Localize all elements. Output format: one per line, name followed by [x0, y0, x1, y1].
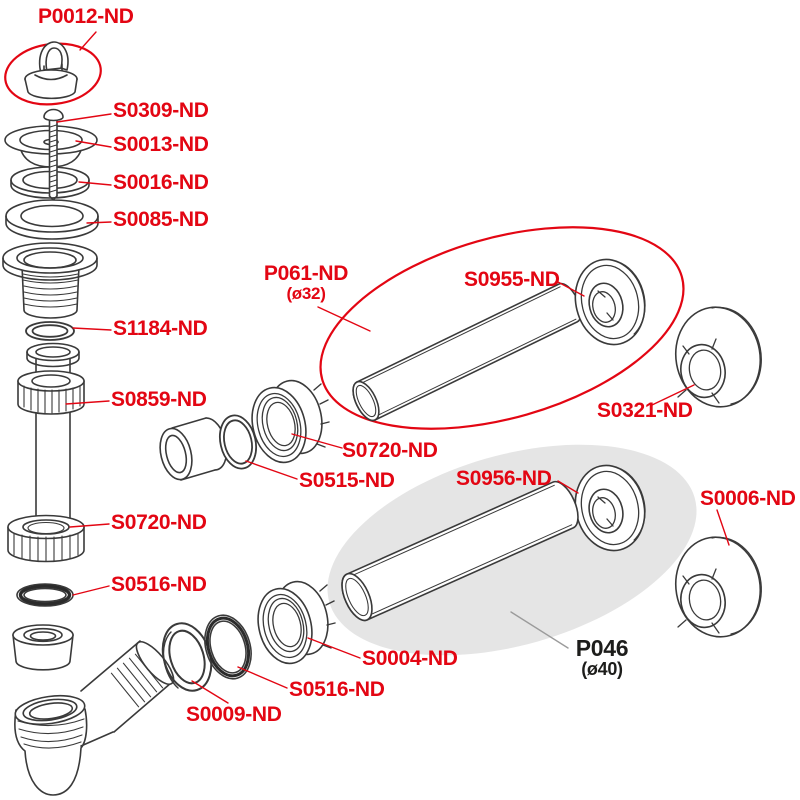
- group-label-p061: P061-ND (ø32): [250, 262, 362, 304]
- part-label-s0516-bottom: S0516-ND: [289, 678, 385, 701]
- tail-pipe-drawing: [26, 342, 80, 520]
- part-label-s1184: S1184-ND: [113, 317, 208, 340]
- cone-rosette-drawing: [674, 306, 762, 408]
- rosette-drawing: [574, 258, 646, 346]
- part-label-s0321: S0321-ND: [597, 399, 693, 422]
- part-label-s0515: S0515-ND: [299, 469, 395, 492]
- part-label-s0516-left: S0516-ND: [111, 573, 207, 596]
- part-label-p0012: P0012-ND: [38, 5, 134, 28]
- pipe-40-drawing: [341, 480, 579, 622]
- group-code-p046: P046: [575, 635, 629, 661]
- strainer-flange-drawing: [4, 125, 98, 168]
- leader-line-p046: [510, 611, 569, 649]
- group-code-p061: P061-ND: [263, 262, 349, 285]
- part-label-s0720-mid: S0720-ND: [342, 439, 438, 462]
- pipe-32-drawing: [352, 282, 582, 422]
- gasket-drawing: [5, 199, 99, 240]
- crown-nut-drawing: [251, 379, 330, 464]
- part-label-s0006: S0006-ND: [700, 487, 796, 510]
- oring-s0516-left-drawing: [16, 583, 74, 607]
- bushing-left-drawing: [12, 624, 74, 671]
- elbow-body-drawing: [14, 640, 175, 796]
- leader-lines: [56, 31, 730, 704]
- nut-s0720-left-drawing: [7, 514, 85, 563]
- seal-s0515-drawing: [218, 414, 258, 470]
- plug-drawing: [24, 41, 78, 100]
- nut-s0004-drawing: [249, 575, 337, 670]
- part-label-s0955: S0955-ND: [464, 268, 560, 291]
- reducer-bushing-drawing: [159, 417, 228, 481]
- ring-s0516-bottom-drawing: [204, 614, 252, 680]
- part-label-s0004: S0004-ND: [362, 647, 458, 670]
- nut-s0859-drawing: [17, 370, 85, 415]
- group-diameter-p046: (ø40): [581, 659, 623, 680]
- part-label-s0309: S0309-ND: [113, 99, 209, 122]
- group-ellipse-p061-red: [319, 226, 685, 430]
- oring-s1184-drawing: [25, 321, 75, 341]
- part-label-s0085: S0085-ND: [113, 208, 209, 231]
- part-label-s0956: S0956-ND: [456, 467, 552, 490]
- part-label-s0720-left: S0720-ND: [111, 511, 207, 534]
- drain-body-drawing: [2, 242, 98, 319]
- part-label-s0016: S0016-ND: [113, 171, 209, 194]
- group-diameter-p061: (ø32): [286, 284, 326, 304]
- part-label-s0009: S0009-ND: [186, 703, 282, 726]
- part-label-s0859: S0859-ND: [111, 388, 207, 411]
- part-label-s0013: S0013-ND: [113, 133, 209, 156]
- group-label-p046: P046 (ø40): [552, 636, 652, 679]
- screw-drawing: [43, 108, 64, 201]
